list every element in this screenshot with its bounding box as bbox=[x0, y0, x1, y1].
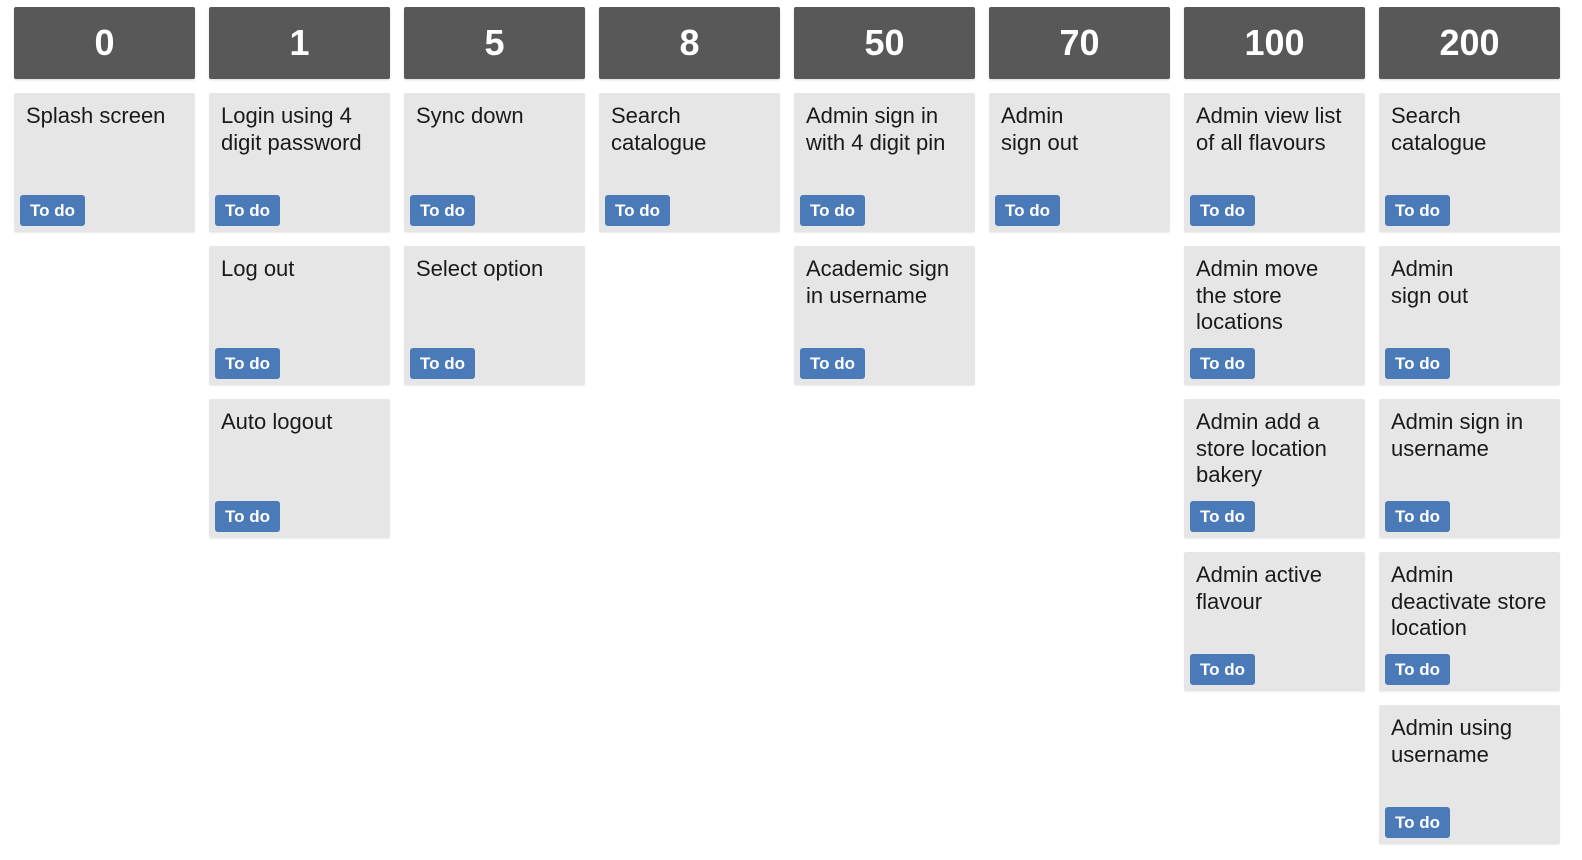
status-badge: To do bbox=[1385, 195, 1450, 226]
task-card[interactable]: Splash screen To do bbox=[14, 93, 195, 232]
column-50: 50 Admin sign in with 4 digit pin To do … bbox=[794, 7, 975, 385]
column-70: 70 Admin sign out To do bbox=[989, 7, 1170, 232]
card-title: Academic sign in username bbox=[806, 256, 950, 308]
task-card[interactable]: Login using 4 digit password To do bbox=[209, 93, 390, 232]
column-header: 70 bbox=[989, 7, 1170, 79]
status-badge: To do bbox=[20, 195, 85, 226]
column-header: 100 bbox=[1184, 7, 1365, 79]
task-card[interactable]: Admin deactivate store location To do bbox=[1379, 552, 1560, 691]
status-badge: To do bbox=[800, 195, 865, 226]
task-card[interactable]: Admin active flavour To do bbox=[1184, 552, 1365, 691]
task-card[interactable]: Search catalogue To do bbox=[599, 93, 780, 232]
task-card[interactable]: Admin sign in username To do bbox=[1379, 399, 1560, 538]
column-100: 100 Admin view list of all flavours To d… bbox=[1184, 7, 1365, 691]
card-title: Admin move the store locations bbox=[1196, 256, 1319, 334]
column-header: 8 bbox=[599, 7, 780, 79]
task-card[interactable]: Admin sign in with 4 digit pin To do bbox=[794, 93, 975, 232]
column-header: 50 bbox=[794, 7, 975, 79]
status-badge: To do bbox=[800, 348, 865, 379]
card-title: Admin active flavour bbox=[1196, 562, 1322, 614]
task-card[interactable]: Admin view list of all flavours To do bbox=[1184, 93, 1365, 232]
task-card[interactable]: Admin sign out To do bbox=[989, 93, 1170, 232]
task-card[interactable]: Select option To do bbox=[404, 246, 585, 385]
task-card[interactable]: Log out To do bbox=[209, 246, 390, 385]
card-title: Admin add a store location bakery bbox=[1196, 409, 1327, 487]
card-title: Admin using username bbox=[1391, 715, 1513, 767]
card-title: Admin deactivate store location bbox=[1391, 562, 1547, 640]
card-list: Admin view list of all flavours To do Ad… bbox=[1184, 93, 1365, 691]
card-list: Admin sign out To do bbox=[989, 93, 1170, 232]
card-list: Splash screen To do bbox=[14, 93, 195, 232]
task-card[interactable]: Academic sign in username To do bbox=[794, 246, 975, 385]
task-card[interactable]: Admin using username To do bbox=[1379, 705, 1560, 844]
column-1: 1 Login using 4 digit password To do Log… bbox=[209, 7, 390, 538]
column-header: 5 bbox=[404, 7, 585, 79]
card-title: Admin sign out bbox=[1001, 103, 1079, 155]
card-title: Admin sign in username bbox=[1391, 409, 1524, 461]
status-badge: To do bbox=[1190, 348, 1255, 379]
status-badge: To do bbox=[995, 195, 1060, 226]
card-list: Search catalogue To do Admin sign out To… bbox=[1379, 93, 1560, 844]
task-card[interactable]: Admin add a store location bakery To do bbox=[1184, 399, 1365, 538]
column-0: 0 Splash screen To do bbox=[14, 7, 195, 232]
card-title: Search catalogue bbox=[611, 103, 707, 155]
card-title: Select option bbox=[416, 256, 544, 281]
column-header: 1 bbox=[209, 7, 390, 79]
task-card[interactable]: Admin move the store locations To do bbox=[1184, 246, 1365, 385]
task-card[interactable]: Sync down To do bbox=[404, 93, 585, 232]
status-badge: To do bbox=[1385, 654, 1450, 685]
card-list: Sync down To do Select option To do bbox=[404, 93, 585, 385]
task-card[interactable]: Auto logout To do bbox=[209, 399, 390, 538]
card-list: Search catalogue To do bbox=[599, 93, 780, 232]
card-title: Log out bbox=[221, 256, 295, 281]
card-list: Admin sign in with 4 digit pin To do Aca… bbox=[794, 93, 975, 385]
status-badge: To do bbox=[410, 348, 475, 379]
status-badge: To do bbox=[410, 195, 475, 226]
card-title: Admin view list of all flavours bbox=[1196, 103, 1342, 155]
column-header: 200 bbox=[1379, 7, 1560, 79]
status-badge: To do bbox=[1190, 195, 1255, 226]
status-badge: To do bbox=[1385, 807, 1450, 838]
status-badge: To do bbox=[605, 195, 670, 226]
task-card[interactable]: Admin sign out To do bbox=[1379, 246, 1560, 385]
column-5: 5 Sync down To do Select option To do bbox=[404, 7, 585, 385]
card-list: Login using 4 digit password To do Log o… bbox=[209, 93, 390, 538]
status-badge: To do bbox=[215, 501, 280, 532]
status-badge: To do bbox=[1190, 654, 1255, 685]
card-title: Search catalogue bbox=[1391, 103, 1487, 155]
column-header: 0 bbox=[14, 7, 195, 79]
status-badge: To do bbox=[1385, 501, 1450, 532]
card-title: Splash screen bbox=[26, 103, 166, 128]
status-badge: To do bbox=[1385, 348, 1450, 379]
card-title: Login using 4 digit password bbox=[221, 103, 362, 155]
card-title: Admin sign in with 4 digit pin bbox=[806, 103, 946, 155]
card-title: Admin sign out bbox=[1391, 256, 1469, 308]
task-card[interactable]: Search catalogue To do bbox=[1379, 93, 1560, 232]
status-badge: To do bbox=[215, 348, 280, 379]
status-badge: To do bbox=[215, 195, 280, 226]
status-badge: To do bbox=[1190, 501, 1255, 532]
card-title: Auto logout bbox=[221, 409, 333, 434]
card-title: Sync down bbox=[416, 103, 524, 128]
column-8: 8 Search catalogue To do bbox=[599, 7, 780, 232]
column-200: 200 Search catalogue To do Admin sign ou… bbox=[1379, 7, 1560, 844]
